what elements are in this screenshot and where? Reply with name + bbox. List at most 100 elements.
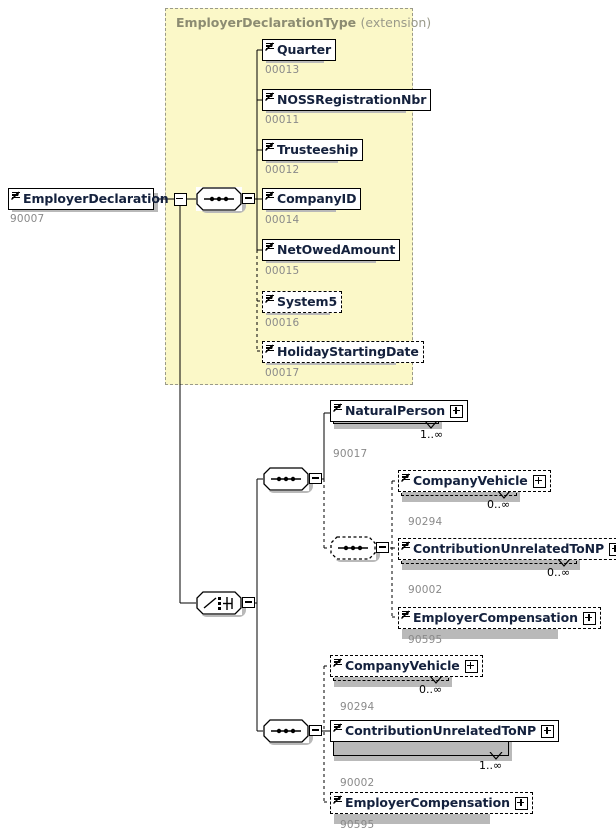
arrow-icon [333,658,342,667]
repeat-stack-line [333,735,509,756]
element-holidaystartingdate[interactable]: HolidayStartingDate [262,341,424,363]
choice-icon [196,591,242,615]
occurrence-label: 0..∞ [547,566,571,579]
arrow-icon [265,294,274,303]
occurs-marker [497,491,511,499]
seq-a-toggle[interactable] [309,473,322,484]
element-id-caption: 90007 [10,213,45,225]
occurs-marker [429,676,443,684]
element-icon [333,795,343,812]
compositor-sequence-branch-b[interactable] [263,719,309,743]
arrow-icon [265,92,274,101]
element-label: HolidayStartingDate [277,343,419,359]
arrow-icon [401,473,410,482]
element-label: CompanyID [277,190,357,206]
element-icon [265,242,275,259]
arrow-icon [401,610,410,619]
arrow-icon [333,403,342,412]
occurs-marker [557,559,571,567]
element-label: ContributionUnrelatedToNP [413,540,605,556]
expand-toggle[interactable] [514,796,528,810]
element-label: System5 [277,293,338,309]
arrow-icon [333,795,342,804]
occurrence-label: 0..∞ [487,498,511,511]
expand-toggle[interactable] [532,474,546,488]
element-icon [401,473,411,490]
sequence-icon [196,187,242,211]
choice-main-toggle[interactable] [242,597,255,608]
element-id-caption: 00011 [265,114,300,126]
seq-main-toggle[interactable] [242,193,255,204]
element-quarter[interactable]: Quarter [262,39,337,61]
element-trusteeship[interactable]: Trusteeship [262,139,364,161]
element-id-caption: 90017 [333,448,368,460]
element-contributionunrelatedtonp-a[interactable]: ContributionUnrelatedToNP [398,538,616,560]
expand-toggle[interactable] [450,404,464,418]
element-system5[interactable]: System5 [262,291,343,313]
element-icon [265,142,275,159]
element-naturalperson[interactable]: NaturalPerson [330,400,469,422]
element-icon [265,344,275,361]
element-companyvehicle-a[interactable]: CompanyVehicle [398,470,551,492]
occurrence-label: 1..∞ [479,759,503,772]
element-id-caption: 00015 [265,265,300,277]
extension-type-title: EmployerDeclarationType (extension) [176,15,431,30]
element-id-caption: 90294 [408,516,443,528]
arrow-icon [265,242,274,251]
element-id-caption: 00014 [265,214,300,226]
arrow-icon [333,723,342,732]
element-label: ContributionUnrelatedToNP [345,722,537,738]
arrow-icon [265,42,274,51]
arrow-icon [265,344,274,353]
element-id-caption: 00016 [265,317,300,329]
expand-toggle[interactable] [582,611,596,625]
element-label: EmployerDeclaration [23,190,169,206]
element-label: NetOwedAmount [277,241,396,257]
compositor-sequence-branch-a[interactable] [263,467,309,491]
element-label: NOSSRegistrationNbr [277,91,427,107]
element-label: EmployerCompensation [345,794,510,810]
element-icon [265,92,275,109]
element-nossregistrationnbr[interactable]: NOSSRegistrationNbr [262,89,432,111]
compositor-sequence-main[interactable] [196,187,242,211]
element-id-caption: 90002 [340,777,375,789]
compositor-sequence-inner-a[interactable] [330,536,376,560]
extension-qualifier: (extension) [360,15,432,30]
element-icon [265,191,275,208]
expand-toggle[interactable] [541,724,555,738]
expand-toggle[interactable] [609,542,616,556]
arrow-icon [265,142,274,151]
element-label: Trusteeship [277,141,359,157]
node-shadow [334,742,512,761]
element-label: EmployerCompensation [413,609,578,625]
seq-inner-a-toggle[interactable] [376,542,389,553]
sequence-icon [330,536,376,560]
element-employercompensation-b[interactable]: EmployerCompensation [330,792,533,814]
sequence-icon [263,719,309,743]
element-employercompensation-a[interactable]: EmployerCompensation [398,607,601,629]
element-contributionunrelatedtonp-b[interactable]: ContributionUnrelatedToNP [330,720,560,742]
element-companyvehicle-b[interactable]: CompanyVehicle [330,655,483,677]
occurrence-label: 1..∞ [420,428,444,441]
element-icon [333,403,343,420]
arrow-icon [265,191,274,200]
compositor-choice-main[interactable] [196,591,242,615]
element-employer-declaration[interactable]: EmployerDeclaration [8,188,187,210]
element-id-caption: 90002 [408,584,443,596]
element-icon [11,191,21,208]
occurrence-label: 0..∞ [419,683,443,696]
element-label: CompanyVehicle [413,472,528,488]
arrow-icon [401,541,410,550]
element-id-caption: 90294 [340,701,375,713]
element-netowedamount[interactable]: NetOwedAmount [262,239,401,261]
extension-type-name: EmployerDeclarationType [176,15,357,30]
seq-b-toggle[interactable] [309,725,322,736]
collapse-toggle[interactable] [173,192,187,206]
element-id-caption: 90595 [408,634,443,646]
occurs-marker [424,421,438,429]
element-companyid[interactable]: CompanyID [262,188,362,210]
expand-toggle[interactable] [464,659,478,673]
element-id-caption: 00013 [265,64,300,76]
